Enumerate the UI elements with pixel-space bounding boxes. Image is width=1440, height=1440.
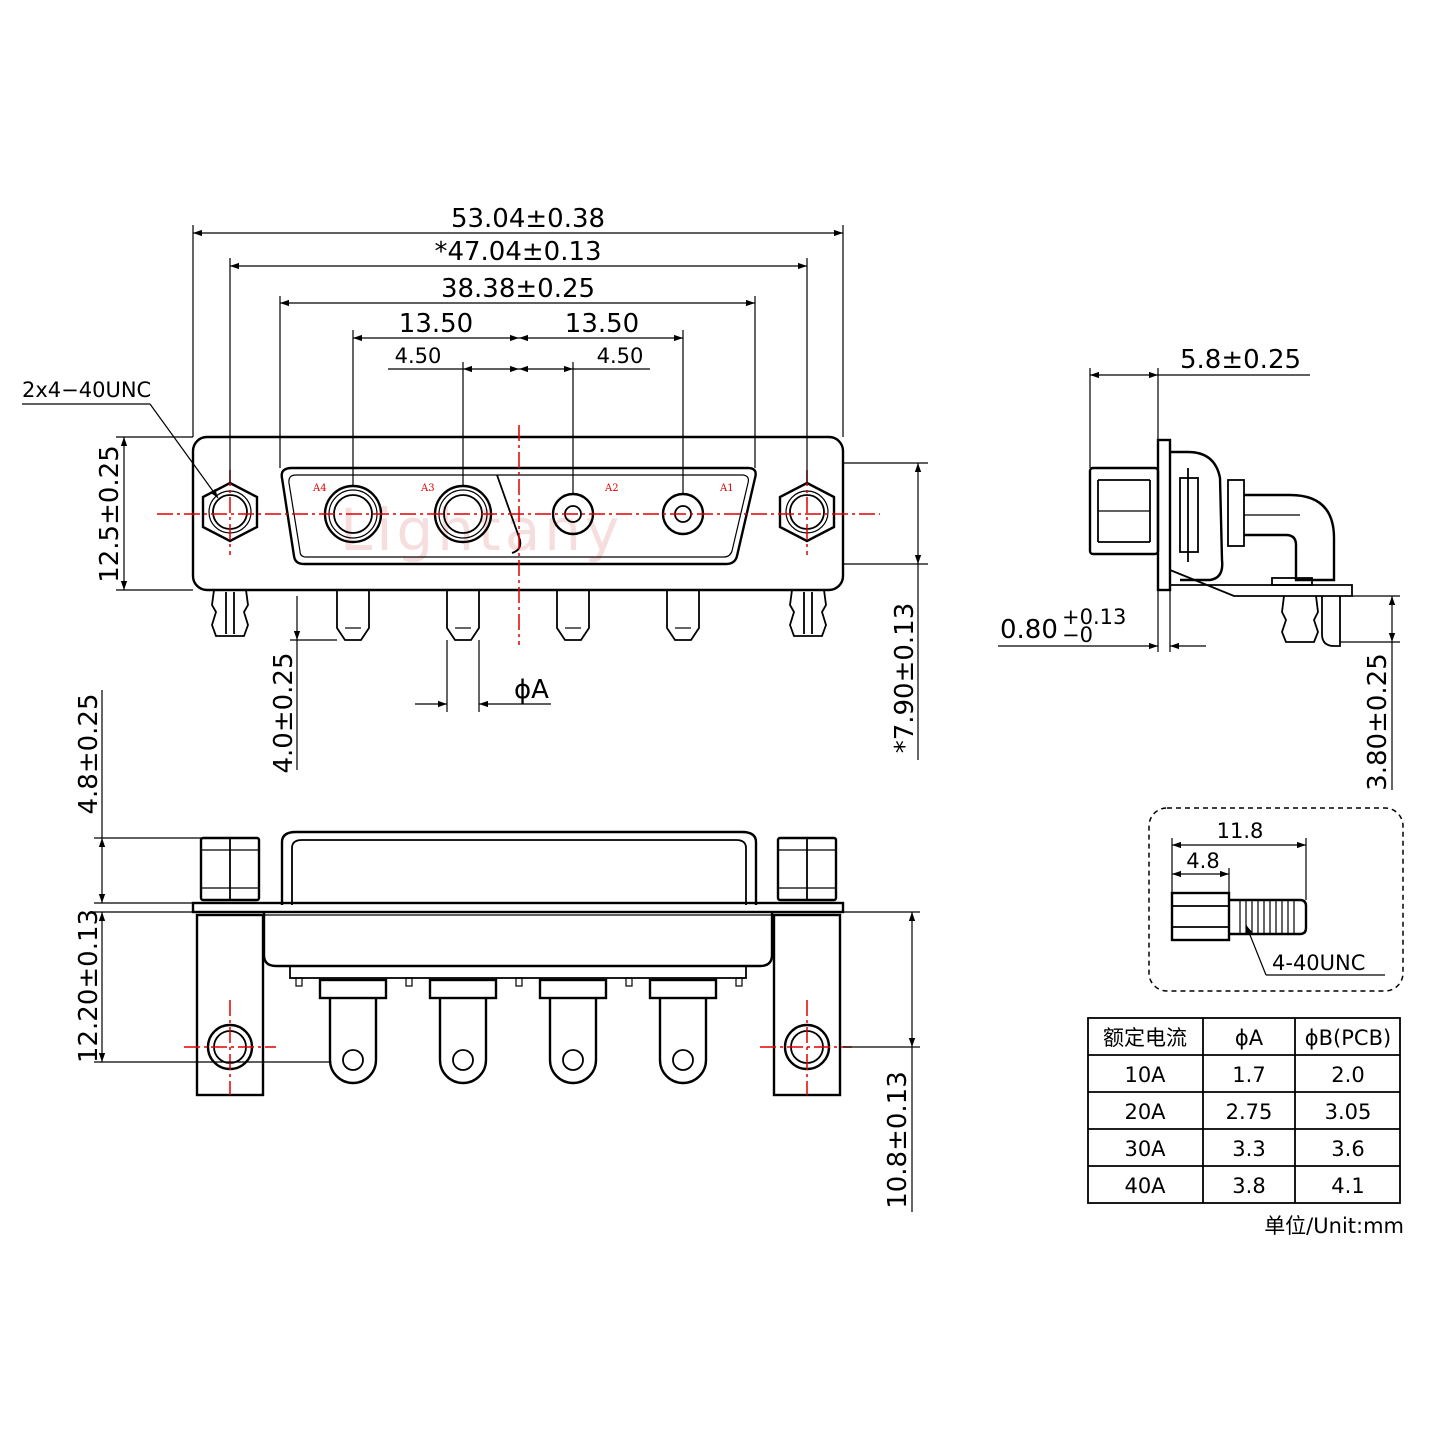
bottom-tab-4 <box>625 977 633 987</box>
spec-cell: 40A <box>1124 1174 1166 1198</box>
spec-table: 额定电流 ϕA ϕB(PCB) 10A 1.7 2.0 20A 2.75 3.0… <box>1087 1017 1404 1238</box>
dim-screw-hex: 4.8 <box>1186 849 1219 873</box>
dim-pin-diameter: ϕA <box>514 675 549 705</box>
bottom-tab-1 <box>295 977 303 987</box>
left-hex-nut <box>201 481 259 543</box>
pin-a4 <box>336 590 370 641</box>
side-view: 5.8±0.25 0.80 +0.13 −0 3.80±0.25 <box>998 345 1400 791</box>
spec-cell: 20A <box>1124 1100 1166 1124</box>
screw-thread-label: 4-40UNC <box>1272 951 1365 975</box>
spec-cell: 2.0 <box>1331 1063 1364 1087</box>
dim-screw-total: 11.8 <box>1217 819 1264 843</box>
spec-cell: 3.05 <box>1325 1100 1372 1124</box>
screw-detail: 11.8 4.8 4-40UNC <box>1148 807 1404 992</box>
side-board-plate <box>1169 569 1353 597</box>
screw-hex <box>1170 891 1231 942</box>
dim-right-pitch: 13.50 <box>565 309 639 339</box>
dim-pcb-offset: *7.90±0.13 <box>890 603 920 754</box>
screw-thread-leader <box>1245 924 1267 976</box>
dim-height: 12.5±0.25 <box>95 445 125 583</box>
front-view: Lightany A4 A3 A2 A1 <box>22 204 928 774</box>
pin-a3 <box>446 590 480 641</box>
dim-shell: 38.38±0.25 <box>441 274 595 304</box>
spec-cell: 4.1 <box>1331 1174 1364 1198</box>
side-boss <box>1179 477 1199 553</box>
pin-label-a1: A1 <box>719 483 734 494</box>
spec-cell: 3.8 <box>1232 1174 1265 1198</box>
spec-header-phiB: ϕB(PCB) <box>1305 1026 1391 1050</box>
right-hex-nut <box>778 481 836 543</box>
dim-pin-row: 10.8±0.13 <box>883 1071 913 1209</box>
dim-flange: 0.80 <box>1000 615 1058 645</box>
dim-body-depth: 12.20±0.13 <box>74 909 104 1063</box>
pin-label-a3: A3 <box>420 483 435 494</box>
bottom-contact-a3 <box>428 978 498 1085</box>
side-plate-lip <box>1271 577 1313 586</box>
spec-cell: 10A <box>1124 1063 1166 1087</box>
spec-cell: 30A <box>1124 1137 1166 1161</box>
dim-hex-height: 4.8±0.25 <box>74 693 104 814</box>
dim-left-inner: 4.50 <box>395 344 442 368</box>
side-contact-bend <box>1244 493 1336 582</box>
pin-label-a4: A4 <box>312 483 327 494</box>
spec-header-phiA: ϕA <box>1235 1026 1264 1050</box>
dim-depth: 5.8±0.25 <box>1180 345 1301 375</box>
spec-table-frame <box>1087 1017 1401 1204</box>
side-board-lock <box>1281 595 1319 643</box>
dim-flange-tol-minus: −0 <box>1062 623 1093 647</box>
pin-label-a2: A2 <box>604 483 619 494</box>
right-board-lock <box>789 589 827 637</box>
dim-left-pitch: 13.50 <box>399 309 473 339</box>
dim-pin-length: 4.0±0.25 <box>269 652 299 773</box>
front-dshell <box>280 466 757 566</box>
bottom-tab-5 <box>735 977 743 987</box>
spec-header-current: 额定电流 <box>1103 1026 1187 1050</box>
front-dshell-inner <box>288 474 750 558</box>
left-board-lock <box>211 589 249 637</box>
spec-cell: 1.7 <box>1232 1063 1265 1087</box>
side-pin <box>1321 596 1341 647</box>
bottom-tab-2 <box>405 977 413 987</box>
pin-a1 <box>666 590 700 641</box>
screw-thread-body <box>1229 898 1308 936</box>
spec-cell: 3.6 <box>1331 1137 1364 1161</box>
dim-right-inner: 4.50 <box>597 344 644 368</box>
screw-detail-frame <box>1148 807 1404 992</box>
bottom-body <box>262 912 774 968</box>
unit-note: 单位/Unit:mm <box>1264 1214 1404 1238</box>
bottom-tab-3 <box>515 977 523 987</box>
dim-overall: 53.04±0.38 <box>451 204 605 234</box>
bottom-shell-inner <box>291 839 747 905</box>
side-flange <box>1156 438 1172 592</box>
pin-a2 <box>556 590 590 641</box>
watermark: Lightany <box>340 496 623 564</box>
bottom-flange <box>191 901 845 914</box>
bottom-view: 4.8±0.25 12.20±0.13 10.8±0.13 <box>74 690 920 1212</box>
dim-flange-tol-plus: +0.13 <box>1062 605 1126 629</box>
side-body <box>1170 450 1224 582</box>
side-insert <box>1227 479 1245 547</box>
dim-mount: *47.04±0.13 <box>434 237 601 267</box>
spec-cell: 3.3 <box>1232 1137 1265 1161</box>
thread-callout-leader <box>149 403 219 499</box>
bottom-contact-a1 <box>648 978 718 1085</box>
bottom-insert <box>289 965 747 979</box>
spec-cell: 2.75 <box>1226 1100 1273 1124</box>
bottom-contact-a4 <box>318 978 388 1085</box>
dim-pin-height: 3.80±0.25 <box>1363 653 1393 791</box>
thread-callout: 2x4−40UNC <box>22 378 151 402</box>
bottom-shell <box>280 830 758 905</box>
bottom-contact-a2 <box>538 978 608 1085</box>
